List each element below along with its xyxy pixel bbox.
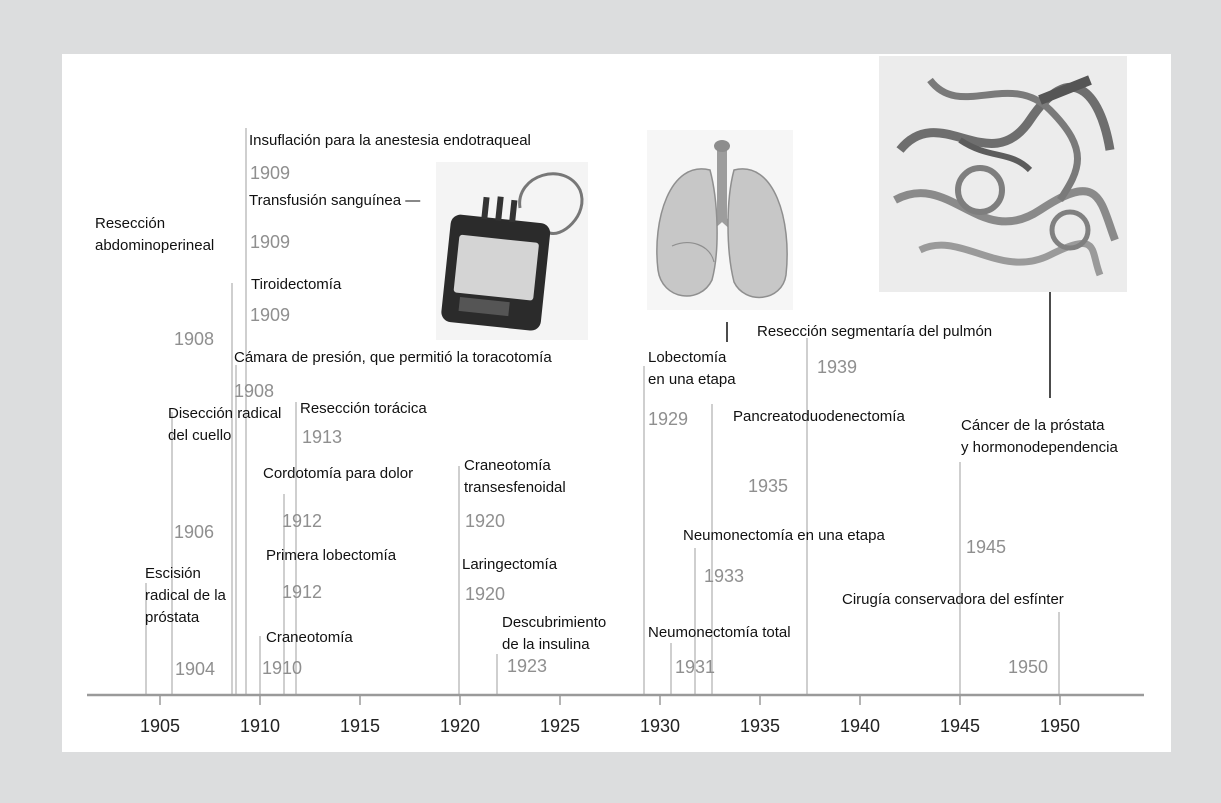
event-label: Pancreatoduodenectomía — [733, 408, 905, 425]
event-label: Escisión radical de la próstata — [145, 565, 227, 626]
event-label: Disección radical del cuello — [168, 405, 281, 444]
event-label: Lobectomía en una etapa — [648, 349, 736, 388]
event-label-line: Pancreatoduodenectomía — [733, 408, 905, 425]
event-label: Insuflación para la anestesia endotraque… — [249, 132, 531, 149]
axis-tick-label: 1950 — [1040, 716, 1080, 736]
event-label-line: radical de la — [145, 587, 227, 604]
event-year: 1933 — [704, 566, 744, 586]
lungs-image — [647, 130, 793, 310]
protein-structure-image — [879, 56, 1127, 292]
axis-tick-label: 1925 — [540, 716, 580, 736]
event-label-line: Transfusión sanguínea — — [249, 192, 420, 209]
event-label: Primera lobectomía — [266, 547, 397, 564]
event-year: 1913 — [302, 427, 342, 447]
event-year: 1910 — [262, 658, 302, 678]
event-label-line: Descubrimiento — [502, 614, 606, 631]
event-label-line: Escisión — [145, 565, 201, 582]
axis-tick-label: 1915 — [340, 716, 380, 736]
event-label-line: transesfenoidal — [464, 479, 566, 496]
event-year: 1912 — [282, 582, 322, 602]
event-label: Transfusión sanguínea — — [249, 192, 420, 209]
event-label-line: en una etapa — [648, 371, 736, 388]
event-year: 1912 — [282, 511, 322, 531]
event-year: 1923 — [507, 656, 547, 676]
event-label: Laringectomía — [462, 556, 558, 573]
event-year: 1939 — [817, 357, 857, 377]
event-label: Craneotomía transesfenoidal — [464, 457, 566, 496]
event-label: Resección torácica — [300, 400, 427, 417]
event-label: Tiroidectomía — [251, 276, 342, 293]
event-label: Resección segmentaría del pulmón — [757, 323, 992, 340]
event-year: 1908 — [174, 329, 214, 349]
event-year: 1931 — [675, 657, 715, 677]
event-label-line: Resección torácica — [300, 400, 427, 417]
event-label-line: Craneotomía — [464, 457, 551, 474]
axis-tick-label: 1945 — [940, 716, 980, 736]
event-label-line: Laringectomía — [462, 556, 558, 573]
timeline-diagram: Escisión radical de la próstata 1904 Disecci… — [87, 56, 1144, 736]
event-label-line: Craneotomía — [266, 629, 353, 646]
axis-tick-label: 1920 — [440, 716, 480, 736]
event-label-line: Lobectomía — [648, 349, 727, 366]
event-year: 1906 — [174, 522, 214, 542]
axis-tick-label: 1910 — [240, 716, 280, 736]
event-label: Cáncer de la próstata y hormonodependenci… — [961, 417, 1118, 456]
event-label-line: Resección — [95, 215, 165, 232]
event-label-line: Disección radical — [168, 405, 281, 422]
event-year: 1909 — [250, 232, 290, 252]
event-label-line: Insuflación para la anestesia endotraque… — [249, 132, 531, 149]
event-year: 1909 — [250, 305, 290, 325]
event-label: Cirugía conservadora del esfínter — [842, 591, 1064, 608]
event-label: Craneotomía — [266, 629, 353, 646]
event-label-line: Cirugía conservadora del esfínter — [842, 591, 1064, 608]
event-label-line: próstata — [145, 609, 200, 626]
event-label: Cámara de presión, que permitió la torac… — [234, 349, 552, 366]
event-label: Neumonectomía en una etapa — [683, 527, 885, 544]
axis-tick-label: 1905 — [140, 716, 180, 736]
event-label: Resección abdominoperineal — [95, 215, 214, 254]
event-label-line: Cordotomía para dolor — [263, 465, 413, 482]
event-label-line: Neumonectomía total — [648, 624, 791, 641]
event-year: 1908 — [234, 381, 274, 401]
event-year: 1920 — [465, 584, 505, 604]
event-label-line: y hormonodependencia — [961, 439, 1118, 456]
event-year: 1935 — [748, 476, 788, 496]
timeline-panel: Escisión radical de la próstata 1904 Disecci… — [62, 54, 1171, 752]
axis-tick-label: 1935 — [740, 716, 780, 736]
event-year: 1945 — [966, 537, 1006, 557]
event-label-line: Tiroidectomía — [251, 276, 342, 293]
event-label-line: Cáncer de la próstata — [961, 417, 1105, 434]
axis-tick-label: 1940 — [840, 716, 880, 736]
event-label-line: Primera lobectomía — [266, 547, 397, 564]
event-label: Cordotomía para dolor — [263, 465, 413, 482]
event-label: Descubrimiento de la insulina — [502, 614, 606, 653]
event-label-line: abdominoperineal — [95, 237, 214, 254]
blood-bag-image — [436, 162, 588, 340]
event-label-line: Resección segmentaría del pulmón — [757, 323, 992, 340]
event-label-line: del cuello — [168, 427, 231, 444]
event-year: 1909 — [250, 163, 290, 183]
event-year: 1950 — [1008, 657, 1048, 677]
event-label-line: Neumonectomía en una etapa — [683, 527, 885, 544]
event-label-line: Cámara de presión, que permitió la torac… — [234, 349, 552, 366]
event-year: 1929 — [648, 409, 688, 429]
event-label-line: de la insulina — [502, 636, 590, 653]
axis-tick-label: 1930 — [640, 716, 680, 736]
event-year: 1920 — [465, 511, 505, 531]
event-year: 1904 — [175, 659, 215, 679]
event-label: Neumonectomía total — [648, 624, 791, 641]
